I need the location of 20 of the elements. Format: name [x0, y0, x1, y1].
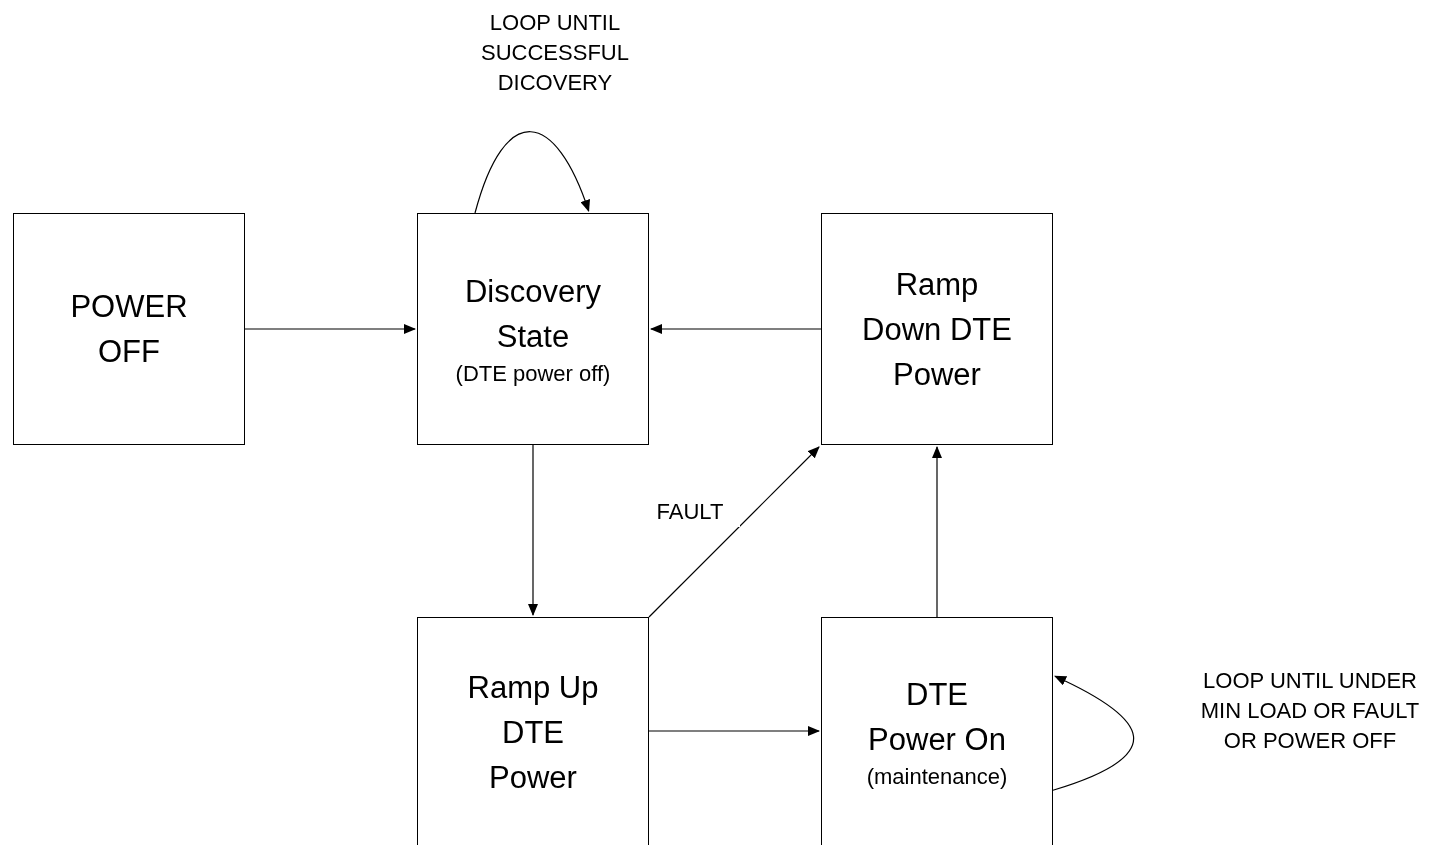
arrow	[932, 446, 942, 618]
state-name: POWER OFF	[69, 288, 189, 371]
state-name: Ramp Down DTE Power	[861, 265, 1013, 394]
state-box	[13, 213, 245, 445]
arrow	[648, 726, 820, 736]
arrow	[648, 446, 820, 618]
state-note: (DTE power off)	[455, 360, 611, 388]
state-box	[821, 617, 1053, 845]
state-name: Discovery State	[463, 273, 603, 356]
arrow	[474, 131, 590, 214]
arrow	[650, 324, 822, 334]
arrow	[1052, 675, 1135, 791]
state-box	[821, 213, 1053, 445]
state-box	[417, 213, 649, 445]
state-box	[417, 617, 649, 845]
state-name: Ramp Up DTE Power	[466, 668, 600, 797]
state-name: DTE Power On	[867, 676, 1007, 759]
state-note: (maintenance)	[866, 763, 1008, 791]
arrow	[244, 324, 416, 334]
arrow	[528, 444, 538, 616]
